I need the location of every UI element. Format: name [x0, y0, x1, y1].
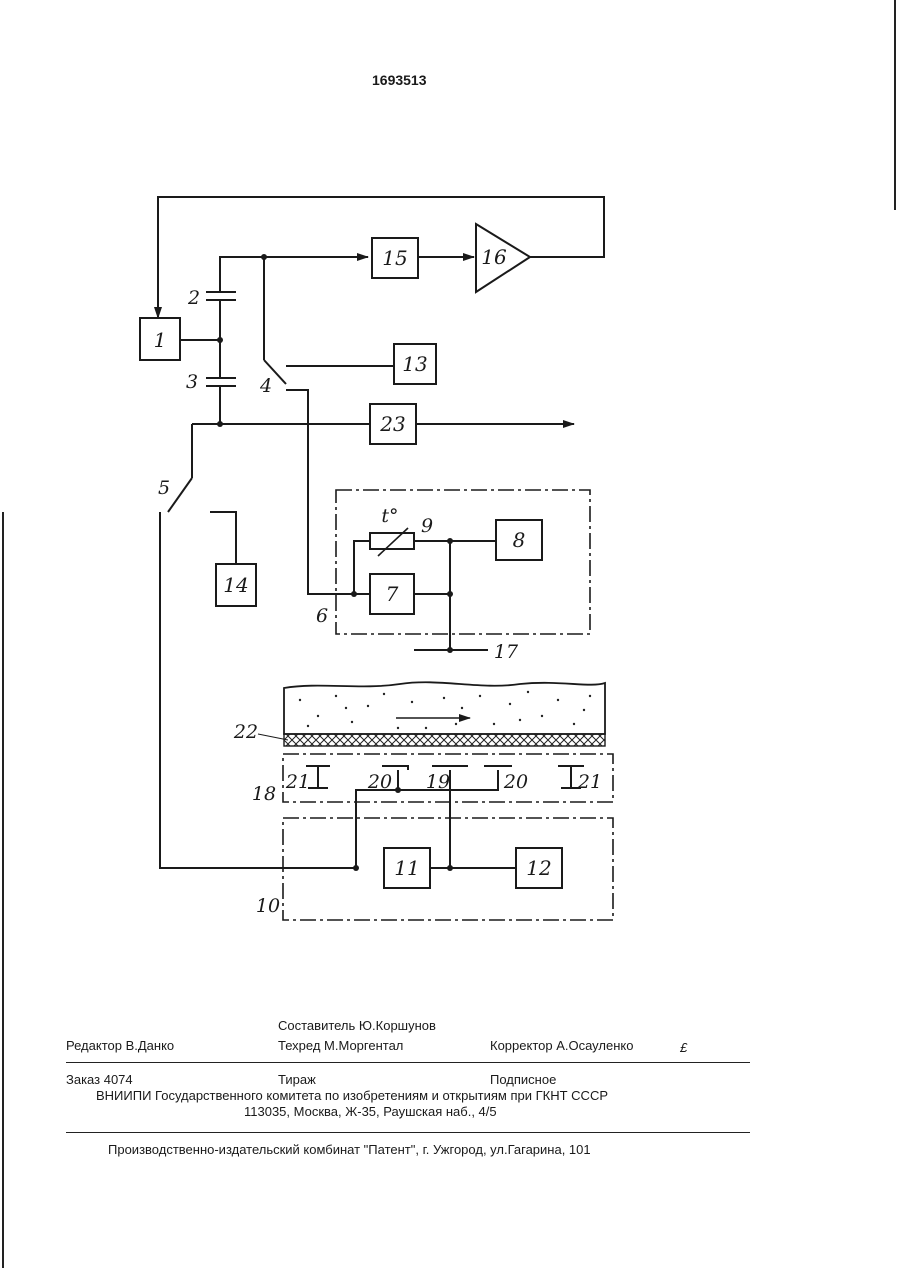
junction — [217, 421, 223, 427]
junction — [351, 591, 357, 597]
address: 113035, Москва, Ж-35, Раушская наб., 4/5 — [244, 1104, 497, 1119]
order-number: Заказ 4074 — [66, 1072, 133, 1087]
block-8-label: 8 — [513, 528, 526, 552]
electrode-20-left — [382, 766, 408, 770]
editor-credit: Редактор В.Данко — [66, 1038, 174, 1053]
label-temperature: t° — [381, 505, 398, 527]
thermistor-9 — [370, 533, 414, 549]
junction — [447, 865, 453, 871]
publisher: Производственно-издательский комбинат "П… — [108, 1142, 591, 1157]
label-capacitor-3: 3 — [186, 371, 198, 393]
wire-to-15 — [220, 257, 368, 292]
label-switch-4: 4 — [259, 375, 272, 397]
wire-to-14 — [210, 512, 236, 564]
junction — [353, 865, 359, 871]
subscription: Подписное — [490, 1072, 556, 1087]
block-12-label: 12 — [526, 856, 551, 880]
circulation: Тираж — [278, 1072, 316, 1087]
rule-bottom — [66, 1132, 750, 1133]
junction — [395, 787, 401, 793]
scan-edge-left — [2, 512, 4, 1268]
label-electrode-21-left: 21 — [285, 771, 310, 793]
organization: ВНИИПИ Государственного комитета по изоб… — [96, 1088, 608, 1103]
junction — [447, 647, 453, 653]
junction — [447, 591, 453, 597]
wire-switch-4-to-7 — [286, 390, 354, 594]
corrector-credit: Корректор А.Осауленко — [490, 1038, 633, 1053]
label-electrode-21-right: 21 — [577, 771, 602, 793]
label-thermistor-9: 9 — [421, 515, 433, 537]
block-7-label: 7 — [386, 582, 399, 606]
label-unit-10: 10 — [256, 895, 280, 917]
mesh-belt-22 — [284, 734, 605, 746]
block-23-label: 23 — [379, 412, 405, 436]
block-11-label: 11 — [394, 856, 419, 880]
label-unit-18: 18 — [252, 783, 276, 805]
corrector-mark: £ — [680, 1040, 687, 1055]
wire-to-thermistor-9 — [354, 541, 370, 594]
label-electrode-20-right: 20 — [503, 771, 528, 793]
block-16-label: 16 — [481, 245, 507, 269]
techred-credit: Техред М.Моргентал — [278, 1038, 403, 1053]
label-capacitor-2: 2 — [187, 287, 200, 309]
junction — [447, 538, 453, 544]
switch-5-blade — [168, 478, 192, 512]
rule-top — [66, 1062, 750, 1063]
block-13-label: 13 — [402, 352, 427, 376]
label-unit-6: 6 — [316, 605, 328, 627]
compiler-credit: Составитель Ю.Коршунов — [278, 1018, 436, 1033]
block-1-label: 1 — [154, 328, 167, 352]
scan-edge-right — [894, 0, 896, 210]
label-electrode-19: 19 — [426, 771, 450, 793]
block-14-label: 14 — [223, 573, 248, 597]
junction — [261, 254, 267, 260]
label-belt-22: 22 — [233, 721, 258, 743]
junction — [217, 337, 223, 343]
block-15-label: 15 — [382, 246, 407, 270]
label-line-17: 17 — [494, 641, 519, 663]
material-layer — [284, 682, 605, 734]
label-electrode-20-left: 20 — [367, 771, 392, 793]
label-switch-5: 5 — [158, 477, 170, 499]
